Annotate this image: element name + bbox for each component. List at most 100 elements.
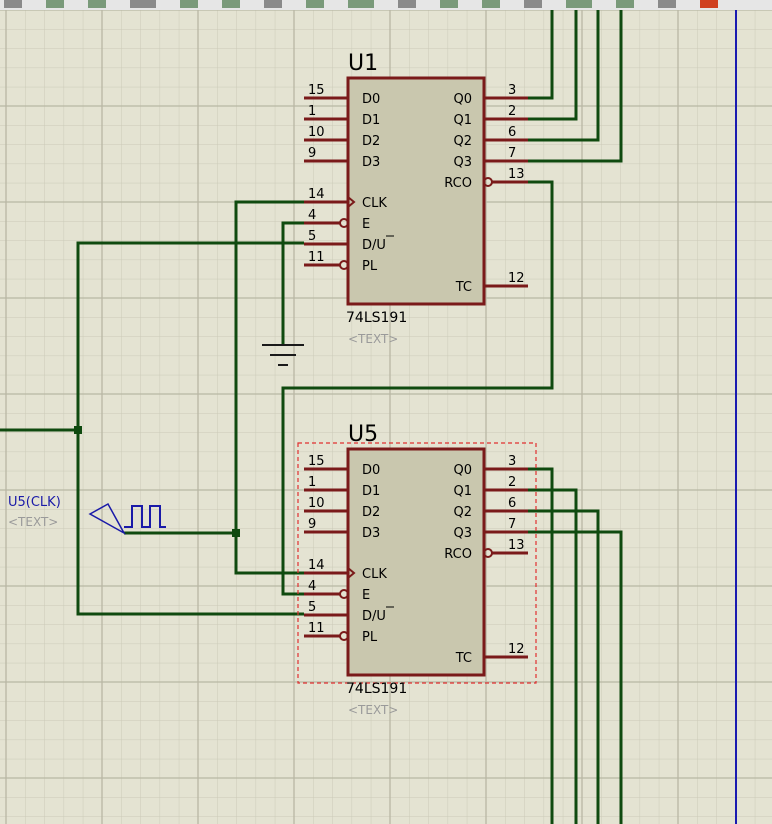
pin-q0[interactable]: 3Q0 bbox=[453, 83, 528, 107]
text-placeholder: <TEXT> bbox=[348, 332, 398, 346]
packaging-tool-icon[interactable] bbox=[398, 0, 416, 8]
wire-junction bbox=[74, 426, 82, 434]
wire-u5-q3[interactable] bbox=[528, 530, 623, 824]
make-device-icon[interactable] bbox=[348, 0, 374, 8]
pin-name: CLK bbox=[362, 196, 387, 211]
pin-name: Q0 bbox=[453, 92, 472, 107]
clock-generator[interactable]: U5(CLK) <TEXT> bbox=[8, 495, 166, 535]
wire-u1-enable-ground[interactable] bbox=[281, 221, 304, 345]
block-copy-icon[interactable] bbox=[130, 0, 156, 8]
pin-q2[interactable]: 6Q2 bbox=[453, 125, 528, 149]
wire-autorouter-icon[interactable] bbox=[482, 0, 500, 8]
pin-d-u[interactable]: 5D/U bbox=[304, 229, 394, 253]
generator-label: U5(CLK) bbox=[8, 495, 61, 510]
text-placeholder: <TEXT> bbox=[348, 703, 398, 717]
part-number: 74LS191 bbox=[346, 681, 407, 697]
pin-name: Q1 bbox=[453, 113, 472, 128]
pick-device-icon[interactable] bbox=[306, 0, 324, 8]
pin-number: 12 bbox=[508, 642, 525, 657]
wire-u5-q1[interactable] bbox=[528, 488, 578, 824]
pin-number: 4 bbox=[308, 208, 316, 223]
pin-number: 13 bbox=[508, 167, 525, 182]
pin-name: Q3 bbox=[453, 526, 472, 541]
pin-number: 1 bbox=[308, 104, 316, 119]
pin-q1[interactable]: 2Q1 bbox=[453, 475, 528, 499]
block-rotate-icon[interactable] bbox=[222, 0, 240, 8]
wire-u5-q0[interactable] bbox=[528, 467, 554, 824]
pin-number: 11 bbox=[308, 250, 325, 265]
pin-d3[interactable]: 9D3 bbox=[304, 146, 380, 170]
chip-body bbox=[346, 447, 486, 677]
wire-clock[interactable] bbox=[234, 200, 304, 575]
pin-number: 4 bbox=[308, 579, 316, 594]
pin-number: 2 bbox=[508, 104, 516, 119]
cut-icon[interactable] bbox=[46, 0, 64, 8]
copy-icon[interactable] bbox=[4, 0, 22, 8]
pin-d1[interactable]: 1D1 bbox=[304, 475, 380, 499]
wire-rco-to-enable[interactable] bbox=[281, 180, 554, 596]
pin-q3[interactable]: 7Q3 bbox=[453, 517, 528, 541]
wire-u1-q1[interactable] bbox=[528, 10, 578, 121]
search-tag-icon[interactable] bbox=[524, 0, 542, 8]
pin-e[interactable]: 4E bbox=[304, 208, 370, 232]
pin-name: D0 bbox=[362, 92, 380, 107]
pin-name: D2 bbox=[362, 505, 380, 520]
component-designator: U5 bbox=[348, 422, 378, 447]
part-number: 74LS191 bbox=[346, 310, 407, 326]
pin-name: E bbox=[362, 588, 370, 603]
wire-u1-q3[interactable] bbox=[528, 10, 623, 163]
wire-u1-q2[interactable] bbox=[528, 10, 600, 142]
pin-number: 14 bbox=[308, 558, 325, 573]
pin-number: 6 bbox=[508, 125, 516, 140]
pin-number: 11 bbox=[308, 621, 325, 636]
remove-sheet-icon[interactable] bbox=[658, 0, 676, 8]
wire-u1-q0[interactable] bbox=[528, 10, 554, 100]
pin-name: Q1 bbox=[453, 484, 472, 499]
pin-number: 3 bbox=[508, 83, 516, 98]
pin-number: 3 bbox=[508, 454, 516, 469]
pin-number: 2 bbox=[508, 475, 516, 490]
generator-text-placeholder: <TEXT> bbox=[8, 515, 58, 529]
pin-name: D0 bbox=[362, 463, 380, 478]
pin-d3[interactable]: 9D3 bbox=[304, 517, 380, 541]
pin-q1[interactable]: 2Q1 bbox=[453, 104, 528, 128]
selection-box bbox=[297, 442, 537, 684]
component-u1[interactable]: U115D01D110D29D314CLK4E5D/U11PL3Q02Q16Q2… bbox=[304, 51, 528, 346]
block-delete-icon[interactable] bbox=[264, 0, 282, 8]
component-u5[interactable]: U515D01D110D29D314CLK4E5D/U11PL3Q02Q16Q2… bbox=[297, 422, 537, 717]
pin-number: 14 bbox=[308, 187, 325, 202]
wire-u5-q2[interactable] bbox=[528, 509, 600, 824]
pin-number: 7 bbox=[508, 517, 516, 532]
block-move-icon[interactable] bbox=[180, 0, 198, 8]
pin-q0[interactable]: 3Q0 bbox=[453, 454, 528, 478]
pin-e[interactable]: 4E bbox=[304, 579, 370, 603]
wire-junction bbox=[232, 529, 240, 537]
paste-icon[interactable] bbox=[88, 0, 106, 8]
decompose-icon[interactable] bbox=[440, 0, 458, 8]
pin-number: 5 bbox=[308, 600, 316, 615]
schematic-canvas[interactable]: U5(CLK) <TEXT> U115D01D110D29D314CLK4E5D… bbox=[0, 10, 772, 824]
pin-d-u[interactable]: 5D/U bbox=[304, 600, 394, 624]
property-assign-icon[interactable] bbox=[566, 0, 592, 8]
pin-name: D2 bbox=[362, 134, 380, 149]
pin-d1[interactable]: 1D1 bbox=[304, 104, 380, 128]
ground-symbol-icon[interactable] bbox=[262, 344, 304, 366]
zoom-to-child-icon[interactable] bbox=[700, 0, 718, 8]
new-sheet-icon[interactable] bbox=[616, 0, 634, 8]
pin-number: 13 bbox=[508, 538, 525, 553]
pin-q2[interactable]: 6Q2 bbox=[453, 496, 528, 520]
pin-q3[interactable]: 7Q3 bbox=[453, 146, 528, 170]
pin-name: E bbox=[362, 217, 370, 232]
